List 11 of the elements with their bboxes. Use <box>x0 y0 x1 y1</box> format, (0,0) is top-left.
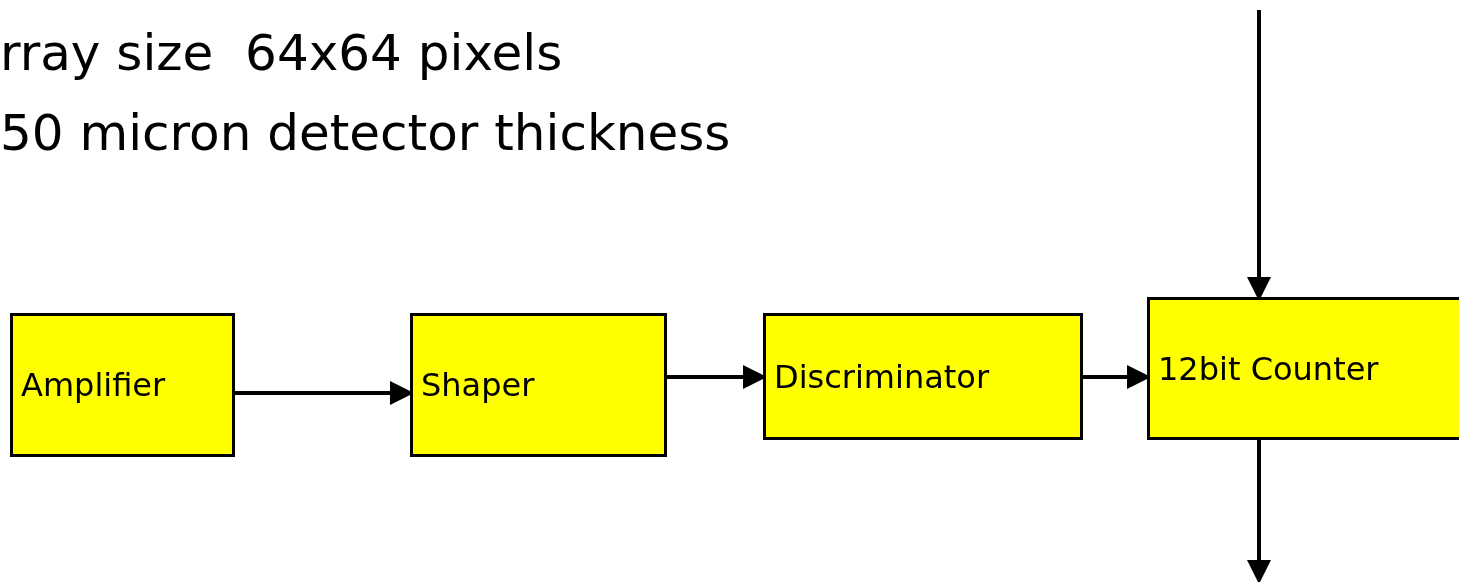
spec-text: rray size 64x64 pixels <box>0 28 563 78</box>
spec-text: 50 micron detector thickness <box>0 108 731 158</box>
box-label: 12bit Counter <box>1158 348 1379 390</box>
box-label: Discriminator <box>774 356 990 398</box>
box-label: Shaper <box>421 365 535 406</box>
process-box <box>1147 297 1459 440</box>
arrow <box>1247 440 1271 582</box>
process-box <box>10 313 235 457</box>
process-box <box>410 313 667 457</box>
box-label: Amplifier <box>21 365 166 406</box>
process-box <box>763 313 1083 440</box>
